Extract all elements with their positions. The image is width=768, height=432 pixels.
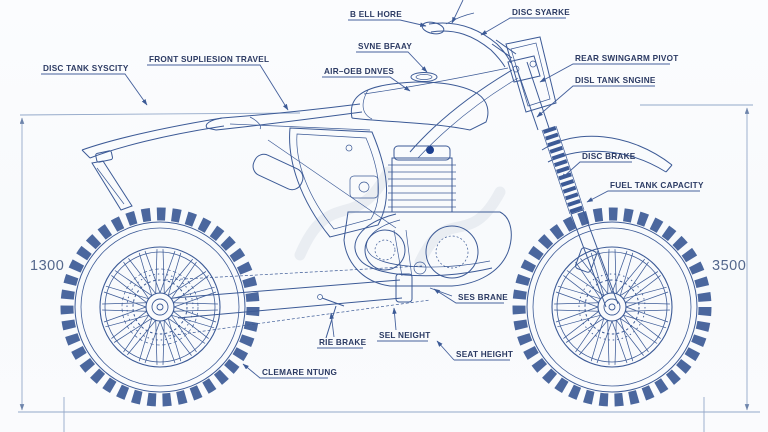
rear-fender — [81, 117, 225, 211]
label-sel-neight: SEL NEIGHT — [377, 307, 430, 342]
label-disl-tank-sngine: DISL TANK SNGINE — [536, 76, 656, 118]
brake-caliper — [575, 247, 597, 273]
brake-lever — [445, 12, 475, 25]
exhaust-pipe — [354, 213, 493, 277]
fork-boot — [542, 125, 584, 215]
triple-clamp — [507, 55, 541, 83]
label-clemare-ntung: CLEMARE NTUNG — [242, 363, 337, 379]
svg-text:DISC BRAKE: DISC BRAKE — [582, 152, 636, 161]
svg-text:SEAT HEIGHT: SEAT HEIGHT — [456, 350, 513, 359]
label-ses-brane: SES BRANE — [433, 288, 508, 304]
svg-text:DISC TANK SYSCITY: DISC TANK SYSCITY — [43, 64, 129, 73]
svg-text:REAR SWINGARM PIVOT: REAR SWINGARM PIVOT — [575, 54, 678, 63]
muffler — [252, 153, 304, 191]
motorcycle-drawing — [67, 12, 705, 400]
left-dimension-value: 1300 — [30, 258, 64, 274]
label-rie-brake: RIE BRAKE — [317, 312, 367, 349]
label-front-supliesion-travel: FRONT SUPLIESION TRAVEL — [147, 55, 289, 111]
front-fork — [515, 61, 619, 308]
rear-wheel — [67, 214, 253, 400]
svg-text:FUEL TANK CAPACITY: FUEL TANK CAPACITY — [610, 181, 704, 190]
side-panel — [229, 123, 397, 238]
svg-text:DISC SYARKE: DISC SYARKE — [512, 8, 570, 17]
headlight-plate — [505, 36, 557, 113]
front-fender — [541, 135, 673, 173]
svg-text:FRONT SUPLIESION TRAVEL: FRONT SUPLIESION TRAVEL — [149, 55, 269, 64]
engine — [343, 145, 512, 287]
right-dimension-value: 3500 — [712, 258, 746, 274]
seat — [205, 103, 363, 131]
front-wheel — [519, 214, 705, 400]
callouts: B ELL HORE DISC SYARKE SVNE BFAAY AIR–OE… — [41, 0, 704, 379]
label-seat-height: SEAT HEIGHT — [436, 340, 513, 361]
label-rear-swingarm-pivot: REAR SWINGARM PIVOT — [539, 54, 678, 83]
svg-text:DISL TANK SNGINE: DISL TANK SNGINE — [575, 76, 656, 85]
fuel-tank — [350, 72, 489, 131]
svg-text:SES BRANE: SES BRANE — [458, 293, 508, 302]
spark-plug — [426, 146, 434, 154]
svg-text:CLEMARE NTUNG: CLEMARE NTUNG — [262, 368, 337, 377]
rear-sprocket — [121, 268, 199, 346]
mud-flap — [91, 160, 133, 211]
svg-text:AIR–OEB DNVES: AIR–OEB DNVES — [324, 67, 394, 76]
svg-text:SEL NEIGHT: SEL NEIGHT — [379, 331, 430, 340]
svg-text:B ELL HORE: B ELL HORE — [350, 10, 402, 19]
top-leader — [451, 0, 464, 24]
taillight — [95, 150, 113, 163]
watermark-ghost — [294, 166, 506, 268]
swingarm — [164, 265, 431, 337]
label-disc-tank-syscity: DISC TANK SYSCITY — [41, 64, 148, 106]
label-disc-brake: DISC BRAKE — [560, 152, 636, 180]
handlebar — [421, 12, 517, 68]
label-fuel-tank-capacity: FUEL TANK CAPACITY — [586, 181, 704, 203]
carburetor — [349, 175, 379, 199]
svg-text:SVNE BFAAY: SVNE BFAAY — [358, 42, 412, 51]
label-disc-syarke: DISC SYARKE — [480, 8, 570, 36]
label-air-oeb-dnves: AIR–OEB DNVES — [322, 67, 411, 92]
dimension-lines — [18, 104, 760, 432]
label-bell-hore: B ELL HORE — [348, 10, 427, 27]
svg-text:RIE BRAKE: RIE BRAKE — [319, 338, 367, 347]
fuel-cap — [410, 72, 438, 82]
label-svne-bfaay: SVNE BFAAY — [356, 42, 428, 73]
